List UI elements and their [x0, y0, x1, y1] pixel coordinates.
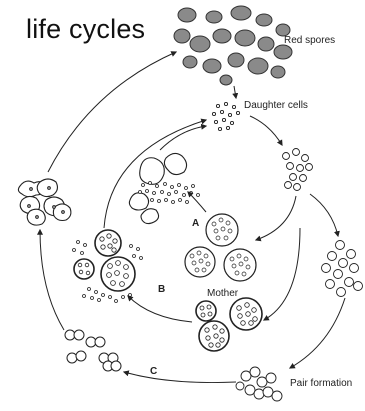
red-spores-label: Red spores — [284, 35, 335, 46]
empty-cell-walls — [129, 153, 186, 223]
arrow-gametes-to-mother — [264, 228, 300, 320]
daughter-cells-dots — [212, 102, 239, 130]
mother-label: Mother — [207, 288, 238, 299]
arrow-growing-to-a — [256, 196, 296, 240]
stage-a-label: A — [192, 218, 199, 229]
arrow-zygotes-to-cluster — [40, 230, 64, 330]
gamete-cells-cluster — [322, 241, 363, 297]
arrow-pair-to-zygotes — [124, 372, 236, 383]
arrow-walls-to-daughter — [160, 126, 206, 150]
stage-c-label: C — [150, 366, 157, 377]
arrow-daughter-to-growing — [250, 116, 282, 145]
diagram-title: life cycles — [26, 14, 145, 45]
daughter-cells-label: Daughter cells — [244, 100, 308, 111]
arrow-gametes-to-pair — [290, 298, 345, 368]
growing-cells-cluster — [283, 149, 313, 191]
arrow-growing-to-gametes — [310, 194, 338, 236]
arrow-cluster-to-spores — [48, 52, 176, 172]
red-spores-cluster — [174, 6, 292, 85]
zygote-cluster-left — [18, 179, 71, 225]
stage-b-label: B — [158, 284, 165, 295]
arrow-mother-to-b — [128, 296, 192, 322]
arrow-spores-to-daughter — [234, 86, 236, 98]
paired-zygote-cells — [65, 330, 121, 371]
pair-formation-label: Pair formation — [290, 378, 352, 389]
pair-formation-cells — [236, 367, 282, 401]
